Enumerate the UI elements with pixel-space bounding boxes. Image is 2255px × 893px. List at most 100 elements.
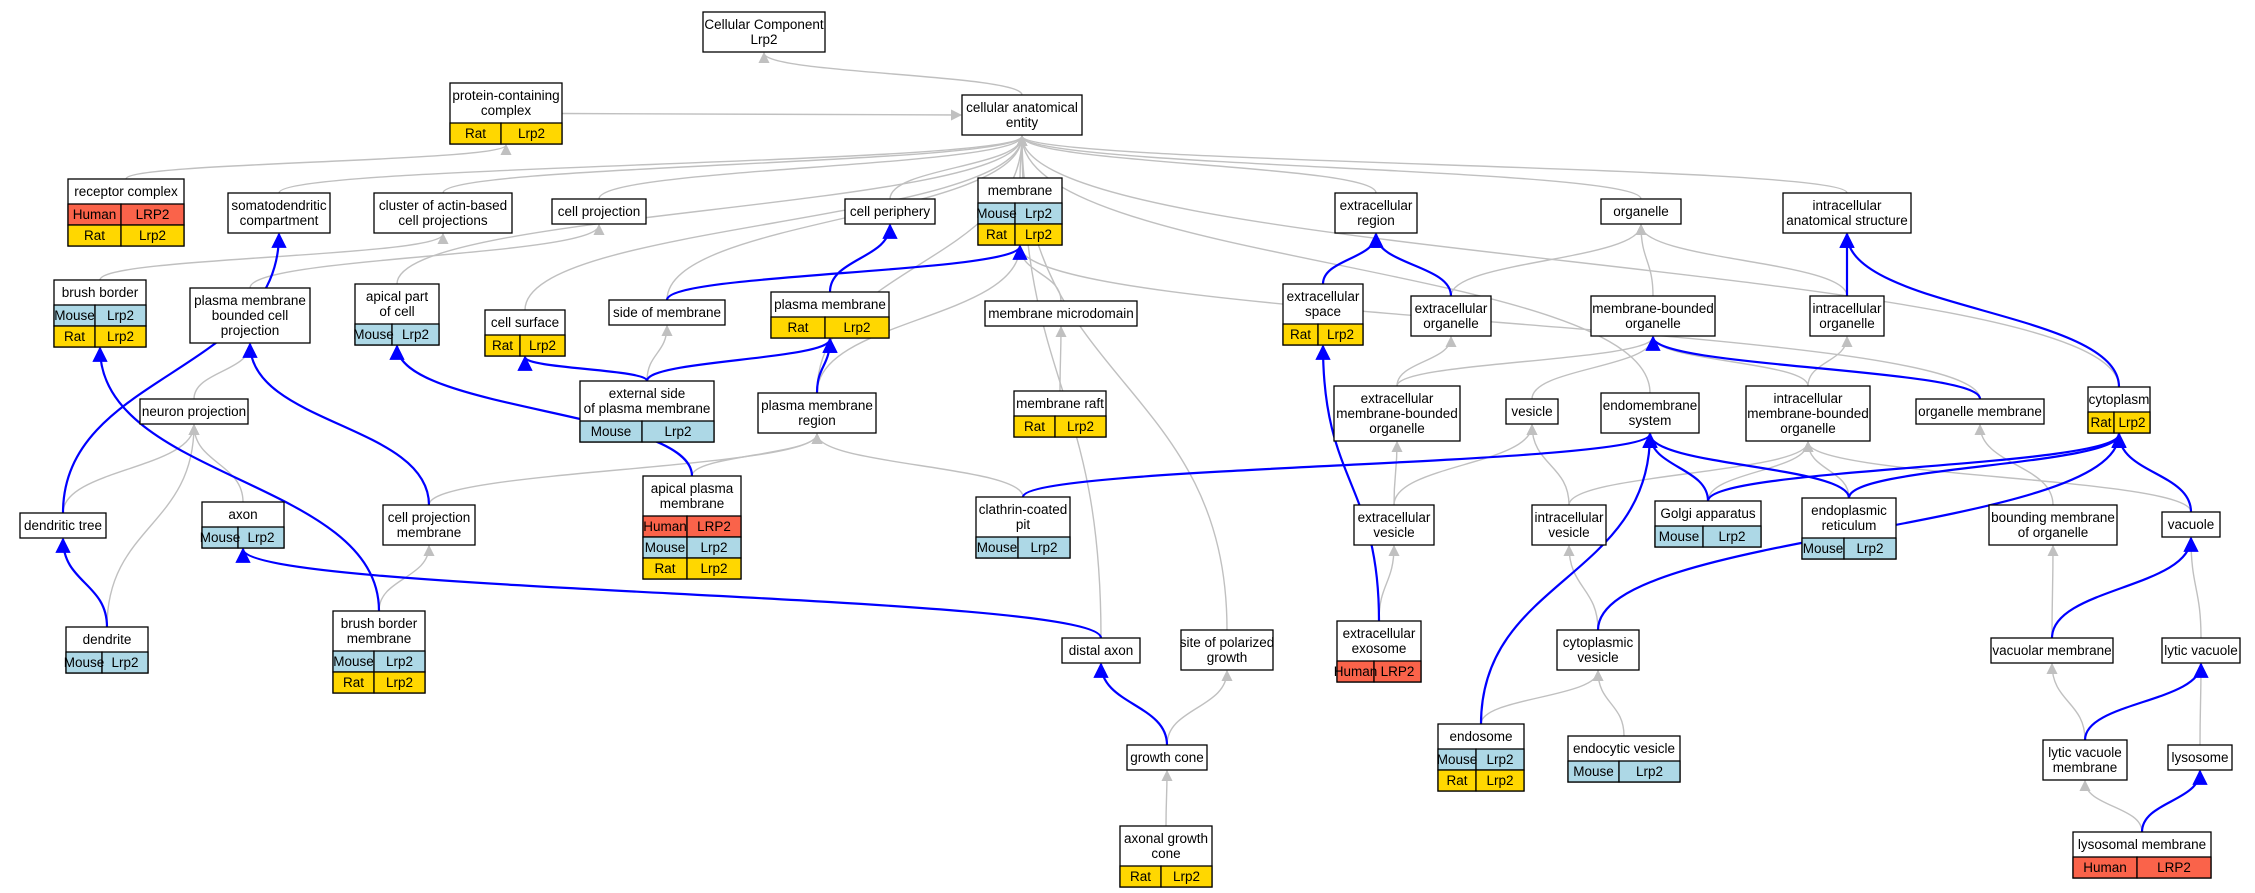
species-label: Rat <box>1024 419 1045 434</box>
gene-label: Lrp2 <box>1856 541 1883 556</box>
node-label: external side <box>609 386 686 401</box>
node-da[interactable]: distal axon <box>1061 637 1141 664</box>
node-ves[interactable]: vesicle <box>1505 398 1559 425</box>
node-lv[interactable]: lytic vacuole <box>2161 637 2241 664</box>
gene-cell <box>391 323 440 346</box>
node-vm[interactable]: vacuolar membrane <box>1990 637 2114 664</box>
node-label: site of polarized <box>1180 635 1275 650</box>
node-label: intracellular <box>1812 198 1882 213</box>
edge-bmo-to-om <box>1974 423 2054 506</box>
gene-label: Lrp2 <box>1173 869 1200 884</box>
species-label: Rat <box>2090 415 2111 430</box>
gene-label: Lrp2 <box>107 329 134 344</box>
node-label: membrane microdomain <box>988 306 1134 321</box>
node-box <box>551 198 647 225</box>
node-box <box>1180 629 1274 671</box>
gene-label: Lrp2 <box>2118 415 2145 430</box>
node-cp[interactable]: cell projection <box>551 198 647 225</box>
node-vac[interactable]: vacuole <box>2161 511 2221 538</box>
node-som[interactable]: side of membrane <box>608 299 726 326</box>
edges-layer <box>55 51 2209 833</box>
node-label: organelle membrane <box>1918 404 2042 419</box>
node-label: exosome <box>1352 641 1407 656</box>
gene-label: Lrp2 <box>700 561 727 576</box>
species-label: Mouse <box>977 540 1018 555</box>
node-label: organelle <box>1625 316 1681 331</box>
edge-ccp-to-ems <box>1021 432 1658 498</box>
gene-label: Lrp2 <box>402 327 429 342</box>
node-box <box>1334 192 1418 234</box>
node-label: of organelle <box>2018 525 2089 540</box>
node-np[interactable]: neuron projection <box>139 398 249 425</box>
edge-axon-to-np <box>188 423 244 503</box>
node-om[interactable]: organelle membrane <box>1915 398 2045 425</box>
node-box <box>2161 637 2241 664</box>
edge-ias-to-cae <box>1016 134 1848 194</box>
node-cper[interactable]: cell periphery <box>844 198 936 225</box>
node-label: organelle <box>1819 316 1875 331</box>
node-box <box>1061 637 1141 664</box>
species-label: Rat <box>465 126 486 141</box>
edge-cabp-to-cae <box>442 134 1028 194</box>
gene-label: Lrp2 <box>386 675 413 690</box>
species-label: Human <box>2083 860 2127 875</box>
node-mmd[interactable]: membrane microdomain <box>984 300 1138 327</box>
edge-eo-to-er <box>1368 232 1453 297</box>
gene-label: Lrp2 <box>700 540 727 555</box>
node-lys[interactable]: lysosome <box>2167 744 2233 771</box>
node-org[interactable]: organelle <box>1600 198 1682 225</box>
node-label: entity <box>1006 115 1039 130</box>
node-dt[interactable]: dendritic tree <box>19 512 107 539</box>
node-gc[interactable]: growth cone <box>1126 744 1208 771</box>
edge-exo-to-es <box>1315 344 1381 622</box>
edge-pmr-to-pm <box>815 337 838 394</box>
node-box <box>382 504 476 546</box>
node-label: side of membrane <box>613 305 721 320</box>
node-label: brush border <box>341 616 418 631</box>
